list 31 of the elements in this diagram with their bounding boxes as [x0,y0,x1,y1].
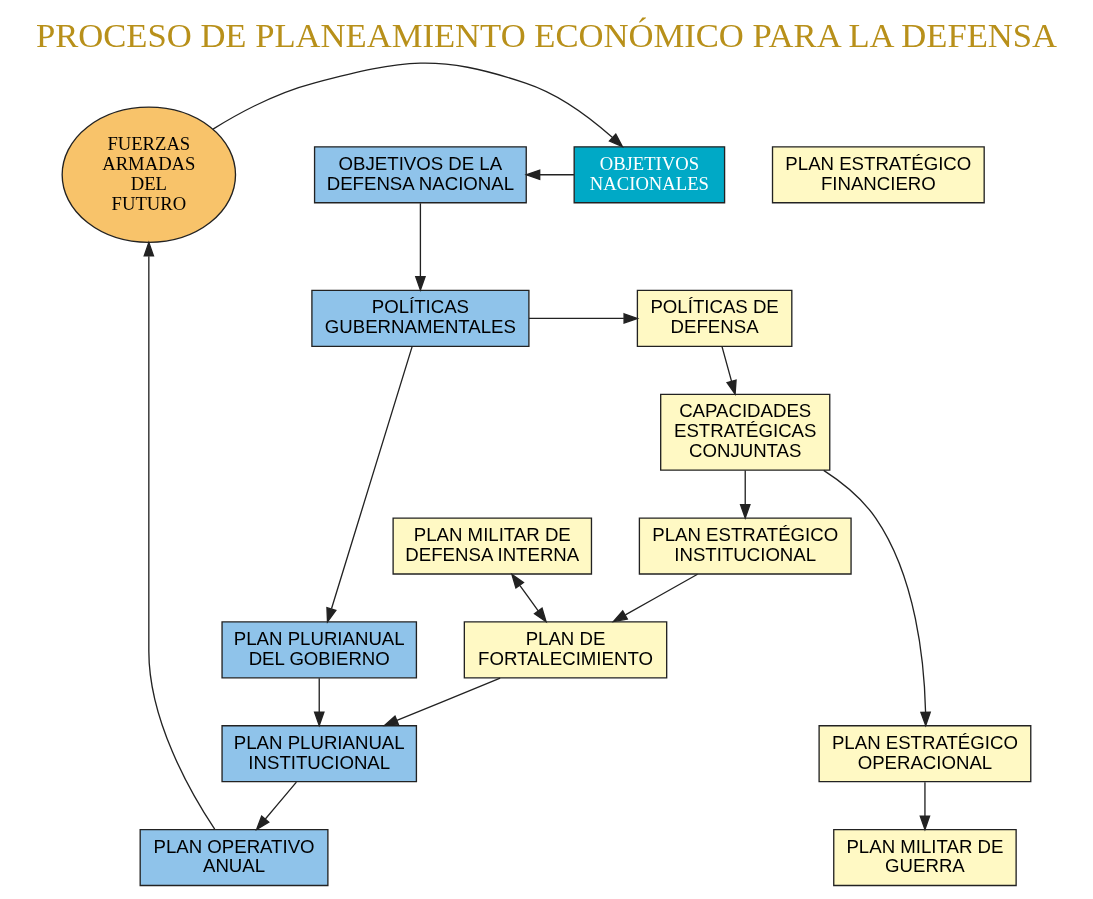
arrow [528,312,640,324]
node-box: PLAN ESTRATÉGICO INSTITUCIONAL [638,517,852,575]
arrow [212,62,624,148]
node-box: OBJETIVOS NACIONALES [573,146,726,204]
node-box: PLAN MILITAR DE DEFENSA INTERNA [392,517,593,575]
diagram-title: PROCESO DE PLANEAMIENTO ECONÓMICO PARA LA DEFENSA [35,15,1058,54]
node-box: PLAN MILITAR DE GUERRA [833,828,1017,887]
arrow [382,677,501,727]
arrow [313,677,325,728]
arrow [721,346,737,397]
arrow [143,240,216,830]
arrow [611,573,699,623]
arrow [919,781,931,832]
arrow [326,346,413,624]
arrow [510,572,548,624]
arrow [255,781,298,831]
node-box: PLAN DE FORTALECIMIENTO [463,621,668,679]
node-box: PLAN ESTRATÉGICO FINANCIERO [771,146,985,204]
arrow [524,169,575,181]
arrow [414,202,426,292]
node-ellipse: FUERZAS ARMADAS DEL FUTURO [61,106,237,244]
arrow [739,469,751,521]
node-box: POLÍTICAS GUBERNAMENTALES [311,289,530,348]
node-box: PLAN ESTRATÉGICO OPERACIONAL [818,725,1032,783]
node-box: PLAN OPERATIVO ANUAL [139,828,329,887]
arrow [823,469,932,728]
node-box: PLAN PLURIANUAL DEL GOBIERNO [221,621,418,679]
node-box: PLAN PLURIANUAL INSTITUCIONAL [221,725,418,783]
node-box: CAPACIDADES ESTRATÉGICAS CONJUNTAS [660,393,831,471]
node-box: POLÍTICAS DE DEFENSA [636,289,793,348]
node-box: OBJETIVOS DE LA DEFENSA NACIONAL [313,146,527,204]
